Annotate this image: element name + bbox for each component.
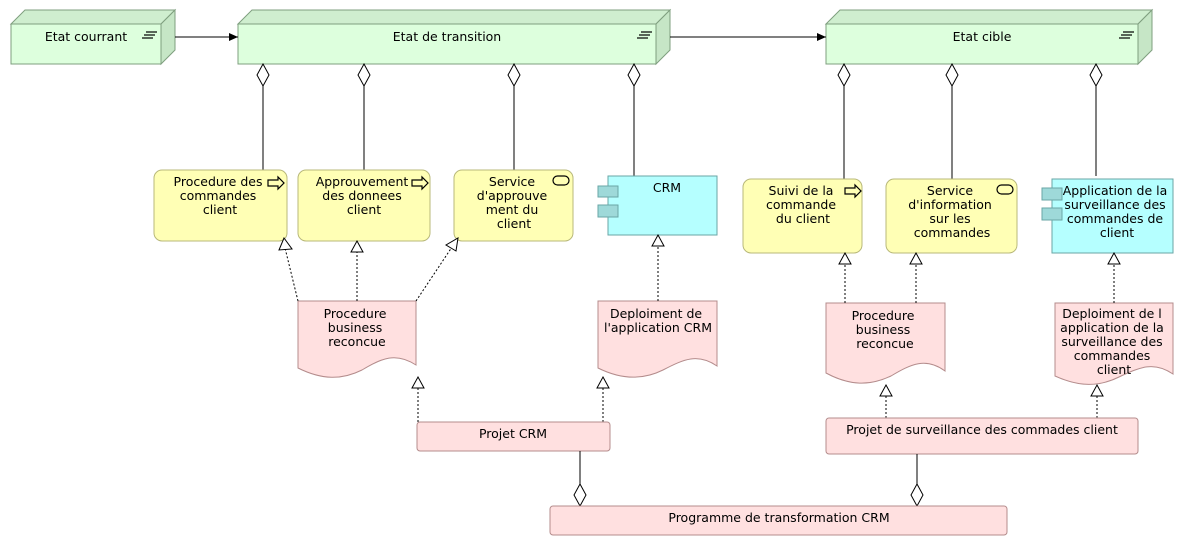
work-package-programme[interactable]: Programme de transformation CRM [549, 505, 1008, 536]
element-label: d'information [908, 197, 992, 212]
element-label: commandes [180, 188, 257, 203]
plateau-etat-de-transition[interactable]: Etat de transition [236, 8, 672, 66]
element-label: du client [776, 211, 830, 226]
element-label: Service [927, 183, 974, 198]
deliverable-procedure-business-1[interactable]: Procedure business reconcue [297, 300, 417, 378]
element-label: Procedure des [174, 174, 263, 189]
application-component-surveillance[interactable]: Application de la surveillance des comma… [1041, 178, 1174, 254]
svg-text:Procedure des commandes: Procedure des commandes client [174, 174, 267, 217]
process-arrow-icon [844, 183, 862, 199]
component-icon [597, 185, 619, 218]
svg-text:Deploiment de l applicat: Deploiment de l application de la survei… [1060, 306, 1168, 377]
element-label: client [497, 216, 531, 231]
plateau-icon [637, 31, 652, 39]
svg-text:Service d'approuve: Service d'approuve ment du client [477, 174, 551, 231]
element-label: reconcue [328, 334, 386, 349]
svg-text:Approuvement des donnees: Approuvement des donnees client [316, 174, 413, 217]
element-label: surveillance des [1064, 197, 1165, 212]
plateau-etat-courrant[interactable]: Etat courrant [9, 8, 177, 66]
element-label: business [856, 322, 910, 337]
element-label: Service [489, 174, 536, 189]
element-label: application de la [1060, 320, 1164, 335]
realization-connectors [278, 233, 1121, 422]
element-label: client [347, 202, 381, 217]
svg-text:Deploiment de l'applicat: Deploiment de l'application CRM [604, 306, 712, 335]
element-label: commandes [1074, 348, 1151, 363]
element-label: Procedure [324, 306, 387, 321]
element-label: client [1100, 225, 1134, 240]
element-label: CRM [653, 180, 681, 195]
work-package-projet-crm[interactable]: Projet CRM [416, 421, 611, 452]
plateau-icon [142, 31, 157, 39]
process-arrow-icon [267, 175, 285, 191]
business-service-approuvement[interactable]: Service d'approuve ment du client [453, 169, 574, 242]
svg-text:Service d'information: Service d'information sur les commandes [908, 183, 996, 240]
svg-text:Procedure business: Procedure business reconcue [324, 306, 391, 349]
element-label: Projet CRM [479, 426, 547, 441]
element-label: Approuvement [316, 174, 409, 189]
element-label: Projet de surveillance des commades clie… [846, 422, 1118, 437]
business-process-suivi-commande[interactable]: Suivi de la commande du client [742, 178, 863, 254]
element-label: surveillance des [1061, 334, 1162, 349]
element-label: business [328, 320, 382, 335]
element-label: Procedure [852, 308, 915, 323]
business-service-information[interactable]: Service d'information sur les commandes [885, 178, 1018, 254]
plateau-label: Etat cible [953, 29, 1012, 44]
deliverable-procedure-business-2[interactable]: Procedure business reconcue [825, 302, 946, 384]
element-label: d'approuve [477, 188, 548, 203]
plateau-icon [1119, 31, 1134, 39]
plateau-etat-cible[interactable]: Etat cible [824, 8, 1154, 66]
process-arrow-icon [411, 175, 429, 191]
svg-text:Application de la survei: Application de la surveillance des comma… [1063, 183, 1172, 240]
element-label: l'application CRM [604, 320, 712, 335]
element-label: client [1097, 362, 1131, 377]
deliverable-deploiement-surveillance[interactable]: Deploiment de l application de la survei… [1054, 302, 1174, 385]
aggregation-connectors [256, 62, 1103, 179]
element-label: ment du [486, 202, 539, 217]
element-label: reconcue [856, 336, 914, 351]
plateau-label: Etat courrant [45, 29, 127, 44]
element-label: Application de la [1063, 183, 1168, 198]
svg-text:Suivi de la commande: Suivi de la commande du client [766, 183, 840, 226]
plateau-label: Etat de transition [393, 29, 501, 44]
element-label: des donnees [322, 188, 401, 203]
element-label: Deploiment de l [1062, 306, 1162, 321]
aggregation-connectors-programme [573, 451, 924, 508]
deliverable-deploiement-crm[interactable]: Deploiment de l'application CRM [597, 300, 718, 378]
svg-text:Procedure business: Procedure business reconcue [852, 308, 919, 351]
element-label: sur les [929, 211, 970, 226]
business-process-procedure-commandes[interactable]: Procedure des commandes client [153, 169, 288, 242]
service-icon [996, 184, 1014, 195]
element-label: Deploiment de [610, 306, 702, 321]
element-label: client [203, 202, 237, 217]
application-component-crm[interactable]: CRM [597, 175, 718, 236]
business-process-approuvement[interactable]: Approuvement des donnees client [297, 169, 431, 242]
service-icon [552, 175, 570, 186]
element-label: Programme de transformation CRM [668, 510, 889, 525]
element-label: commandes [914, 225, 991, 240]
component-icon [1041, 187, 1063, 221]
element-label: commandes de [1067, 211, 1164, 226]
element-label: Suivi de la [769, 183, 834, 198]
work-package-projet-surveillance[interactable]: Projet de surveillance des commades clie… [825, 417, 1139, 455]
element-label: commande [766, 197, 836, 212]
